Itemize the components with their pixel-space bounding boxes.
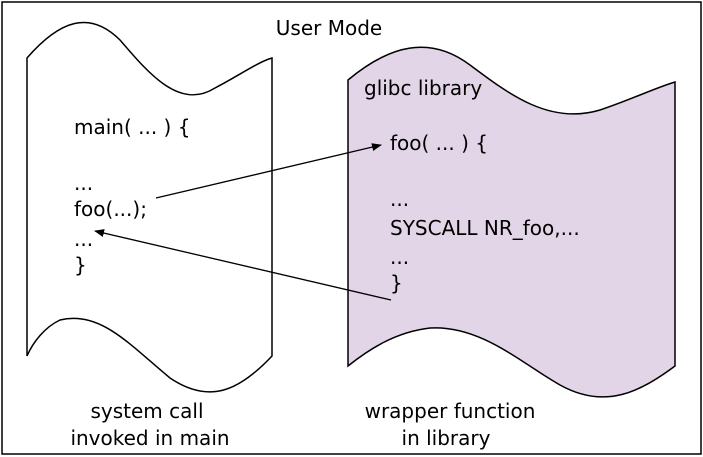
main-line-4: ... [74,227,93,251]
glibc-title: glibc library [364,76,482,100]
main-line-2: ... [74,171,93,195]
foo-line-1: foo( ... ) { [390,131,488,155]
left-caption-line-2: invoked in main [70,426,229,450]
main-line-close: } [74,253,87,277]
call-arrow [155,143,382,199]
left-caption-line-1: system call [90,399,203,423]
main-line-foo-call: foo(...); [74,197,147,221]
return-arrow [94,229,392,301]
right-caption-line-2: in library [402,426,491,450]
main-program-document [26,21,273,393]
foo-line-close: } [390,271,403,295]
foo-line-syscall: SYSCALL NR_foo,... [390,216,580,240]
main-line-1: main( ... ) { [74,115,190,139]
foo-line-2: ... [390,187,409,211]
glibc-library-document [347,46,676,398]
user-mode-title: User Mode [276,16,382,40]
foo-line-4: ... [390,245,409,269]
right-caption-line-1: wrapper function [365,399,536,423]
